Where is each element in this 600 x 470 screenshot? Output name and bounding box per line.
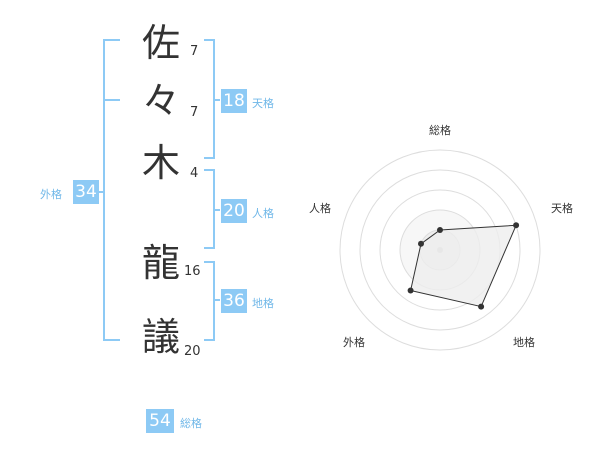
radar-label-chikaku: 地格	[513, 335, 535, 349]
chikaku-badge: 36	[221, 289, 247, 313]
chikaku-label: 地格	[252, 297, 274, 310]
stroke-count-5: 20	[184, 344, 201, 359]
radar-point-3	[478, 303, 485, 310]
soukaku-label: 総格	[180, 417, 202, 430]
stroke-count-1: 7	[190, 44, 199, 59]
outer-bracket	[103, 39, 120, 341]
radar-label-jinkaku: 人格	[309, 201, 331, 215]
radar-ring-4	[339, 149, 541, 351]
stroke-count-4: 16	[184, 264, 201, 279]
soukaku-badge: 54	[146, 409, 174, 433]
name-char-3: 木	[142, 141, 181, 185]
radar-label-soukaku: 総格	[429, 123, 451, 137]
tenkaku-label: 天格	[252, 97, 274, 110]
radar-label-tenkaku: 天格	[551, 201, 573, 215]
gaikaku-label: 外格	[40, 188, 62, 201]
gaikaku-badge: 34	[73, 180, 99, 204]
jinkaku-badge: 20	[221, 199, 247, 223]
tenkaku-badge: 18	[221, 89, 247, 113]
stroke-count-2: 7	[190, 105, 199, 120]
name-char-4: 龍	[142, 241, 181, 285]
radar-point-2	[513, 222, 520, 229]
radar-label-gaikaku: 外格	[343, 335, 365, 349]
radar-polygon	[410, 224, 517, 308]
stroke-count-3: 4	[190, 166, 199, 181]
jinkaku-label: 人格	[252, 207, 274, 220]
radar-point-1	[437, 227, 443, 233]
name-char-2: 々	[142, 79, 181, 123]
radar-ring-3	[359, 169, 521, 331]
radar-point-5	[418, 240, 424, 247]
radar-point-4	[407, 287, 414, 294]
name-char-5: 議	[142, 315, 181, 359]
name-char-1: 佐	[142, 21, 181, 65]
